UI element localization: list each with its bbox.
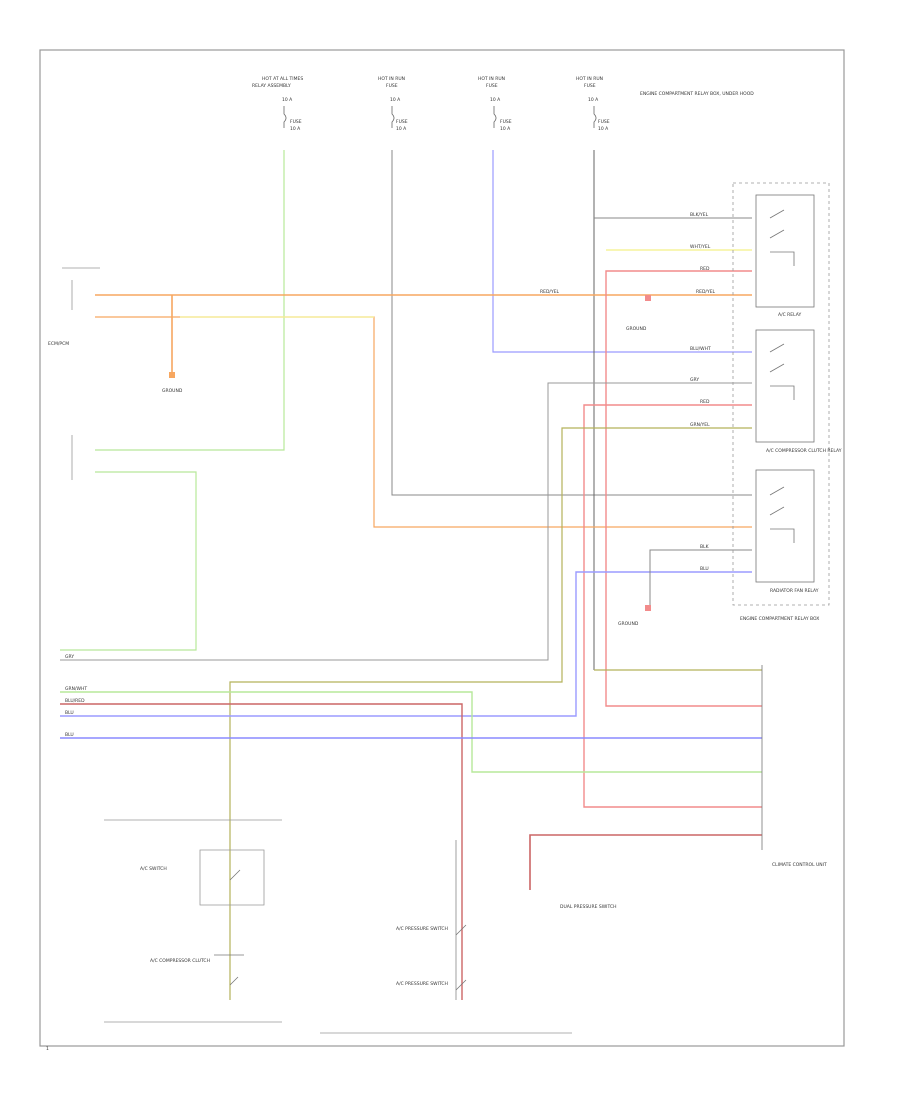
relay-3-label: RADIATOR FAN RELAY — [770, 588, 819, 594]
ecm-label: ECM/PCM — [48, 341, 69, 347]
label-gry: GRY — [690, 377, 699, 383]
power-source-1-sub: RELAY ASSEMBLY — [252, 83, 291, 89]
high-pressure-label: A/C PRESSURE SWITCH — [396, 926, 448, 932]
wire-blu-relay3 — [60, 571, 752, 717]
power-source-4: HOT IN RUN FUSE 10 A FUSE 10 A — [576, 76, 610, 132]
label-red: RED — [700, 266, 710, 272]
power-source-4-fuse: FUSE — [598, 119, 610, 125]
power-source-2-sub: FUSE — [386, 83, 398, 89]
power-source-1: HOT AT ALL TIMES RELAY ASSEMBLY 10 A FUS… — [252, 76, 303, 132]
power-source-1-fuse-block: 10 A — [282, 97, 293, 103]
label-gry-bus: GRY — [65, 654, 74, 660]
ac-switch-area: A/C SWITCH A/C COMPRESSOR CLUTCH — [104, 819, 282, 1023]
wire-labels: BLK/YEL WHT/YEL RED RED/YEL BLU/WHT GRY … — [65, 212, 716, 738]
wire-olive-relay2 — [229, 427, 752, 1000]
label-wht-yel: WHT/YEL — [690, 244, 711, 250]
label-blk: BLK — [700, 544, 710, 550]
wire-grn-bus — [60, 691, 762, 773]
power-source-2: HOT IN RUN FUSE 10 A FUSE 10 A — [378, 76, 408, 132]
power-source-2-amp: 10 A — [396, 126, 407, 132]
label-blu-wht: BLU/WHT — [690, 346, 711, 352]
wire-grn-left — [60, 471, 197, 651]
page-frame — [39, 49, 845, 1047]
power-source-2-top: HOT IN RUN — [378, 76, 405, 82]
relay-box: A/C RELAY A/C COMPRESSOR CLUTCH RELAY RA… — [732, 182, 842, 622]
ecm-connector: ECM/PCM — [48, 267, 100, 480]
power-source-2-fuse: FUSE — [396, 119, 408, 125]
power-source-4-sub: FUSE — [584, 83, 596, 89]
wire-gry-relay2 — [60, 382, 752, 661]
ground-2: GROUND — [626, 295, 651, 332]
power-source-1-fuse: FUSE — [290, 119, 302, 125]
power-source-3-sub: FUSE — [486, 83, 498, 89]
compressor-label: A/C COMPRESSOR CLUTCH — [150, 958, 210, 964]
wire-red-bus — [60, 703, 463, 1000]
relay-1-label: A/C RELAY — [778, 312, 801, 318]
page-number: 1 — [46, 1046, 49, 1052]
power-source-2-fuse-block: 10 A — [390, 97, 401, 103]
power-source-3-fuse: FUSE — [500, 119, 512, 125]
label-red-yel-2: RED/YEL — [540, 289, 560, 295]
label-blu: BLU — [700, 566, 709, 572]
wire-grn-fuse1 — [95, 150, 285, 451]
fuse-note: ENGINE COMPARTMENT RELAY BOX, UNDER HOOD — [640, 91, 754, 97]
relay-3-box — [755, 469, 815, 583]
relay-2-box — [755, 329, 815, 443]
power-source-1-top: HOT AT ALL TIMES — [262, 76, 303, 82]
power-source-3-top: HOT IN RUN — [478, 76, 505, 82]
wire-gry-ground — [649, 549, 752, 605]
power-source-1-amp: 10 A — [290, 126, 301, 132]
label-blu-3: BLU — [65, 732, 74, 738]
label-blk-yel: BLK/YEL — [690, 212, 709, 218]
ground-2-label: GROUND — [626, 326, 647, 332]
power-source-3-fuse-block: 10 A — [490, 97, 501, 103]
ground-3: GROUND — [618, 605, 651, 627]
low-pressure-label: A/C PRESSURE SWITCH — [396, 981, 448, 987]
wire-red-relay1 — [605, 270, 762, 707]
power-source-3: HOT IN RUN FUSE 10 A FUSE 10 A — [478, 76, 512, 132]
relay-2-label: A/C COMPRESSOR CLUTCH RELAY — [766, 448, 842, 454]
label-grn-yel: GRN/YEL — [690, 422, 710, 428]
climate-control-unit: CLIMATE CONTROL UNIT — [761, 665, 827, 868]
label-blu-2: BLU — [65, 710, 74, 716]
ground-3-label: GROUND — [618, 621, 639, 627]
wire-gry-fuse2 — [391, 150, 752, 496]
power-source-4-amp: 10 A — [598, 126, 609, 132]
power-source-4-top: HOT IN RUN — [576, 76, 603, 82]
dual-pressure-label: DUAL PRESSURE SWITCH — [560, 904, 617, 910]
power-source-3-amp: 10 A — [500, 126, 511, 132]
label-blu-red: BLU/RED — [65, 698, 85, 704]
fuse-symbols — [283, 106, 597, 128]
label-red-yel: RED/YEL — [696, 289, 716, 295]
ground-1: GROUND — [162, 372, 183, 394]
ac-switch-label: A/C SWITCH — [140, 866, 167, 872]
pressure-switches: A/C PRESSURE SWITCH A/C PRESSURE SWITCH … — [320, 840, 617, 1034]
wire-red-relay2 — [583, 404, 762, 808]
wire-blu-fuse3 — [492, 150, 752, 353]
ground-1-label: GROUND — [162, 388, 183, 394]
label-grn-wht: GRN/WHT — [65, 686, 87, 692]
climate-control-unit-label: CLIMATE CONTROL UNIT — [772, 862, 827, 868]
label-red-2: RED — [700, 399, 710, 405]
power-source-4-fuse-block: 10 A — [588, 97, 599, 103]
wire-red-dual — [529, 834, 762, 890]
relay-box-label: ENGINE COMPARTMENT RELAY BOX — [740, 616, 819, 622]
relay-1-box — [755, 194, 815, 308]
